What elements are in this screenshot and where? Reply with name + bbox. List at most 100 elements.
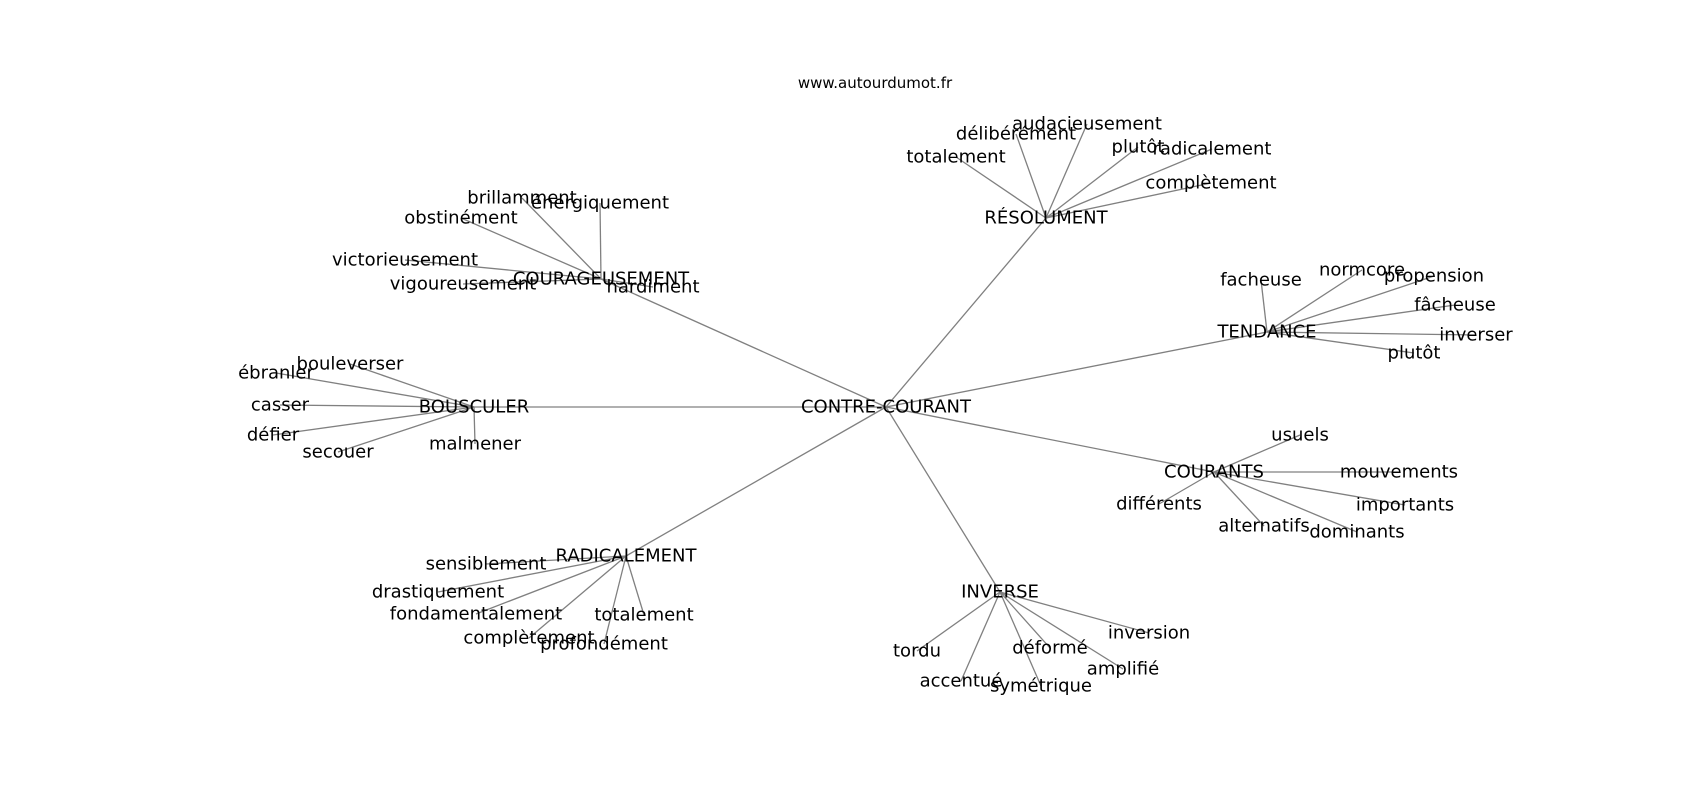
edge-resolument-completement xyxy=(1045,182,1212,219)
edge-tendance-plutot xyxy=(1266,331,1415,354)
edge-tendance-inverser xyxy=(1266,331,1477,336)
edge-courants-dominants xyxy=(1213,471,1358,533)
edge-inverse-accentue xyxy=(960,591,1001,682)
leaf-node-bousculer-malmener: malmener xyxy=(429,434,522,455)
edge-radicalement-drastiquement xyxy=(437,555,627,593)
leaf-node-radicalement-drastiquement: drastiquement xyxy=(372,582,504,603)
leaf-node-courageusement-vigoureusement: vigoureusement xyxy=(390,274,537,295)
leaf-node-resolument-completement: complètement xyxy=(1145,173,1276,194)
edge-inverse-tordu xyxy=(916,591,1001,652)
edge-tendance-normcore xyxy=(1266,269,1363,333)
edge-courants-differents xyxy=(1158,471,1215,505)
edge-radicalement-sensiblement xyxy=(485,555,627,565)
leaf-node-inverse-symetrique: symétrique xyxy=(990,676,1092,697)
leaf-node-tendance-normcore: normcore xyxy=(1319,260,1405,281)
leaf-node-resolument-totalement: totalement xyxy=(906,147,1005,168)
graph-labels: www.autourdumot.fr CONTRE-COURANT RÉSOLUM… xyxy=(238,74,1513,697)
edge-center-courageusement xyxy=(600,278,887,408)
leaf-node-tendance-facheuse-accent: fâcheuse xyxy=(1414,295,1496,316)
hub-node-tendance: TENDANCE xyxy=(1216,322,1316,343)
leaf-node-radicalement-completement: complètement xyxy=(463,628,594,649)
hub-node-courageusement: COURAGEUSEMENT xyxy=(513,269,690,290)
edge-center-courants xyxy=(885,406,1215,473)
hub-node-radicalement: RADICALEMENT xyxy=(556,546,698,567)
edge-bousculer-casser xyxy=(279,404,475,408)
leaf-node-courants-usuels: usuels xyxy=(1271,425,1329,446)
leaf-node-courants-alternatifs: alternatifs xyxy=(1218,516,1309,537)
edge-bousculer-bouleverser xyxy=(349,363,475,408)
leaf-node-inverse-tordu: tordu xyxy=(893,641,941,662)
leaf-node-resolument-radicalement: radicalement xyxy=(1153,139,1272,160)
hub-node-bousculer: BOUSCULER xyxy=(419,397,529,418)
edge-inverse-inversion xyxy=(999,591,1150,634)
edge-inverse-amplifie xyxy=(999,591,1124,670)
leaf-node-bousculer-defier: défier xyxy=(247,425,300,446)
leaf-node-courants-dominants: dominants xyxy=(1309,522,1404,543)
edge-bousculer-malmener xyxy=(473,406,476,445)
leaf-node-radicalement-fondamentalement: fondamentalement xyxy=(390,604,562,625)
leaf-node-courants-mouvements: mouvements xyxy=(1340,462,1458,483)
edge-radicalement-profondement xyxy=(603,555,627,645)
edge-courants-importants xyxy=(1213,471,1406,506)
leaf-node-radicalement-totalement: totalement xyxy=(594,605,693,626)
edge-resolument-plutot xyxy=(1045,146,1139,219)
leaf-node-bousculer-casser: casser xyxy=(251,395,310,416)
leaf-node-tendance-propension: propension xyxy=(1384,266,1484,287)
leaf-node-bousculer-secouer: secouer xyxy=(302,442,374,463)
leaf-node-courageusement-victorieusement: victorieusement xyxy=(332,250,478,271)
leaf-node-resolument-deliberement: délibérément xyxy=(956,124,1076,145)
site-credit: www.autourdumot.fr xyxy=(798,74,953,92)
leaf-node-radicalement-profondement: profondément xyxy=(540,634,668,655)
edge-tendance-facheuse-accent xyxy=(1266,304,1456,333)
edge-radicalement-totalement xyxy=(625,555,645,616)
edge-tendance-facheuse xyxy=(1260,279,1268,333)
leaf-node-bousculer-bouleverser: bouleverser xyxy=(297,354,405,375)
edge-resolument-audacieusement xyxy=(1045,123,1088,219)
edge-courants-alternatifs xyxy=(1213,471,1265,527)
center-node-label: CONTRE-COURANT xyxy=(801,397,972,418)
edge-bousculer-secouer xyxy=(337,406,475,453)
edge-inverse-deforme xyxy=(999,591,1051,649)
edge-center-resolument xyxy=(885,217,1047,408)
edge-bousculer-ebranler xyxy=(275,372,475,408)
leaf-node-courageusement-energiquement: énergiquement xyxy=(531,193,669,214)
leaf-node-inverse-amplifie: amplifié xyxy=(1087,659,1159,680)
edge-radicalement-completement xyxy=(528,555,627,639)
edge-radicalement-fondamentalement xyxy=(475,555,627,615)
edge-courageusement-hardiment xyxy=(600,278,654,288)
leaf-node-tendance-facheuse: facheuse xyxy=(1220,270,1302,291)
edge-courageusement-brillamment xyxy=(521,197,602,280)
edge-bousculer-defier xyxy=(272,406,475,436)
leaf-node-courants-importants: importants xyxy=(1356,495,1454,516)
edge-courageusement-vigoureusement xyxy=(462,278,602,285)
edge-center-radicalement xyxy=(625,406,887,557)
leaf-node-courageusement-hardiment: hardiment xyxy=(606,277,699,298)
leaf-node-courageusement-obstinement: obstinément xyxy=(404,208,517,229)
edge-courants-usuels xyxy=(1213,434,1301,473)
leaf-node-bousculer-ebranler: ébranler xyxy=(238,363,314,384)
edge-courageusement-energiquement xyxy=(599,202,602,280)
edge-inverse-symetrique xyxy=(999,591,1042,687)
leaf-node-courants-differents: différents xyxy=(1116,494,1202,515)
edge-courageusement-victorieusement xyxy=(404,259,602,280)
leaf-node-resolument-audacieusement: audacieusement xyxy=(1012,114,1162,135)
hub-node-courants: COURANTS xyxy=(1164,462,1264,483)
edge-center-tendance xyxy=(885,331,1268,408)
edge-center-inverse xyxy=(885,406,1001,593)
leaf-node-inverse-accentue: accentué xyxy=(920,671,1003,692)
edge-resolument-deliberement xyxy=(1015,133,1047,219)
leaf-node-courageusement-brillamment: brillamment xyxy=(467,188,576,209)
edge-courageusement-obstinement xyxy=(460,217,602,280)
edge-resolument-totalement xyxy=(955,156,1047,219)
leaf-node-radicalement-sensiblement: sensiblement xyxy=(426,554,547,575)
hub-node-resolument: RÉSOLUMENT xyxy=(984,207,1108,229)
edge-resolument-radicalement xyxy=(1045,148,1213,219)
leaf-node-inverse-inversion: inversion xyxy=(1108,623,1190,644)
leaf-node-tendance-inverser: inverser xyxy=(1439,325,1513,346)
leaf-node-tendance-plutot: plutôt xyxy=(1388,343,1441,364)
leaf-node-inverse-deforme: déformé xyxy=(1012,638,1088,659)
leaf-node-resolument-plutot: plutôt xyxy=(1112,137,1165,158)
hub-node-inverse: INVERSE xyxy=(961,582,1039,603)
graph-edges xyxy=(272,123,1477,687)
